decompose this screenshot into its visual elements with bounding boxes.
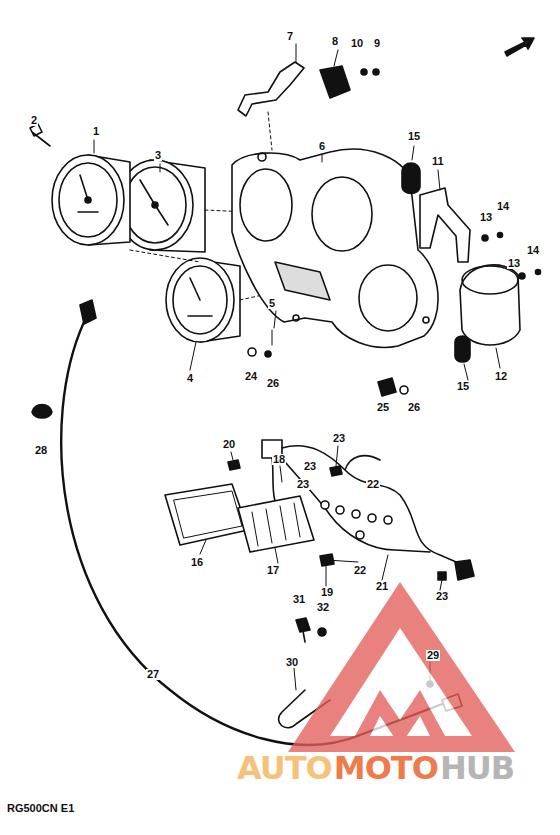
meter-cup <box>460 265 520 345</box>
bracket <box>420 188 470 262</box>
socket <box>320 66 350 98</box>
callout-number: 6 <box>318 141 326 152</box>
callout-number: 27 <box>146 669 160 680</box>
callout-number: 16 <box>190 557 204 568</box>
indicator-lens <box>165 484 248 545</box>
callout-number: 11 <box>431 156 445 167</box>
callout-number: 8 <box>331 36 339 47</box>
callout-number: 21 <box>375 581 389 592</box>
callout-number: 17 <box>266 565 280 576</box>
callout-number: 9 <box>373 38 381 49</box>
callout-number: 13 <box>507 258 521 269</box>
callout-number: 15 <box>456 381 470 392</box>
cable-end <box>80 300 96 324</box>
callout-number: 23 <box>296 479 310 490</box>
watermark-text: MOTO <box>333 752 439 784</box>
grommet <box>402 163 420 194</box>
callout-number: 20 <box>222 439 236 450</box>
temperature-gauge <box>166 258 234 342</box>
callout-number: 26 <box>407 402 421 413</box>
callout-number: 4 <box>186 373 194 384</box>
bracket <box>238 62 304 116</box>
callout-number: 1 <box>92 126 100 137</box>
callout-number: 2 <box>30 115 38 126</box>
watermark-text: HUB <box>439 752 515 784</box>
callout-number: 26 <box>266 378 280 389</box>
watermark-text: AUTO <box>236 752 333 784</box>
callout-number: 23 <box>332 433 346 444</box>
callout-number: 22 <box>353 565 367 576</box>
callout-number: 22 <box>366 479 380 490</box>
callout-number: 30 <box>285 657 299 668</box>
callout-number: 31 <box>292 594 306 605</box>
callout-number: 14 <box>526 245 540 256</box>
callout-number: 3 <box>154 150 162 161</box>
callout-number: 24 <box>244 371 258 382</box>
speedometer <box>52 155 124 245</box>
model-code: RG500CN E1 <box>6 803 75 814</box>
direction-arrow <box>505 38 534 56</box>
callout-number: 29 <box>426 650 440 661</box>
callout-number: 10 <box>350 38 364 49</box>
callout-number: 28 <box>34 445 48 456</box>
screw <box>30 124 50 146</box>
grommet <box>32 405 52 419</box>
callout-number: 12 <box>494 371 508 382</box>
indicator-holder <box>238 496 314 552</box>
callout-number: 23 <box>435 591 449 602</box>
callout-number: 15 <box>407 131 421 142</box>
callout-number: 32 <box>316 602 330 613</box>
callout-number: 25 <box>376 402 390 413</box>
watermark-logo <box>288 582 515 752</box>
callout-number: 5 <box>268 298 276 309</box>
callout-number: 19 <box>320 587 334 598</box>
callout-number: 18 <box>272 454 286 465</box>
grommet <box>455 336 470 362</box>
callout-number: 23 <box>303 461 317 472</box>
callout-number: 14 <box>496 201 510 212</box>
meter-housing <box>232 149 438 347</box>
callout-number: 13 <box>479 212 493 223</box>
callout-number: 7 <box>286 31 294 42</box>
